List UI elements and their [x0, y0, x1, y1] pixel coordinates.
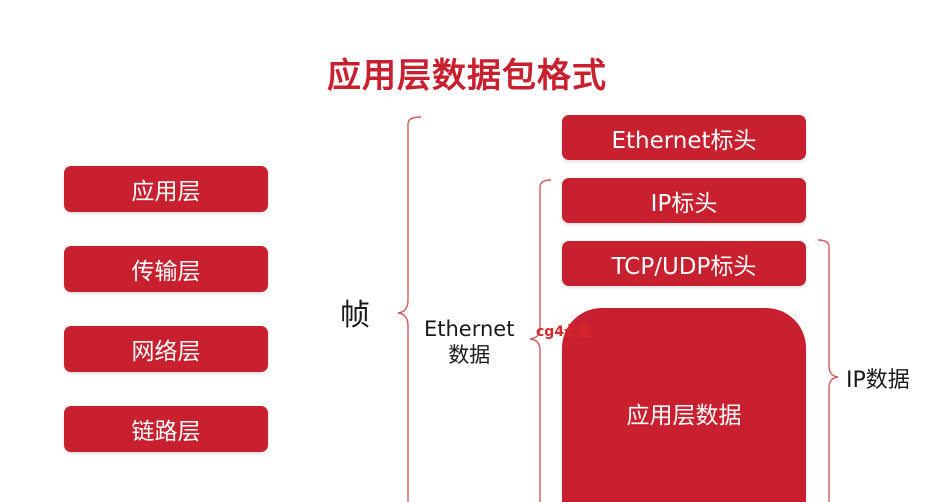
watermark: cg4七星: [536, 324, 593, 340]
layer-label: 应用层: [131, 179, 201, 205]
tcp-udp-header-label: TCP/UDP标头: [611, 253, 757, 280]
app-data-label: 应用层数据: [626, 403, 742, 429]
ethernet-data-label: Ethernet 数据: [424, 316, 514, 368]
ethernet-header-box: Ethernet标头: [562, 115, 806, 160]
ip-data-bracket: [817, 239, 839, 502]
frame-label: 帧: [340, 298, 370, 333]
layer-link: 链路层: [64, 406, 268, 452]
ip-header-box: IP标头: [562, 178, 806, 223]
app-data-box: 应用层数据: [562, 308, 806, 502]
page-title: 应用层数据包格式: [327, 56, 607, 96]
layer-label: 链路层: [131, 419, 201, 445]
layer-application: 应用层: [64, 166, 268, 212]
ethernet-data-label-line1: Ethernet: [424, 317, 515, 341]
ip-header-label: IP标头: [650, 190, 718, 217]
layer-transport: 传输层: [64, 246, 268, 292]
layer-label: 网络层: [131, 339, 201, 365]
ethernet-header-label: Ethernet标头: [611, 127, 757, 154]
ethernet-data-bracket: [529, 179, 552, 502]
layer-network: 网络层: [64, 326, 268, 372]
frame-bracket: [397, 116, 422, 502]
ip-data-label: IP数据: [846, 368, 910, 393]
ethernet-data-label-line2: 数据: [448, 343, 491, 367]
layer-label: 传输层: [131, 259, 201, 285]
tcp-udp-header-box: TCP/UDP标头: [562, 241, 806, 286]
